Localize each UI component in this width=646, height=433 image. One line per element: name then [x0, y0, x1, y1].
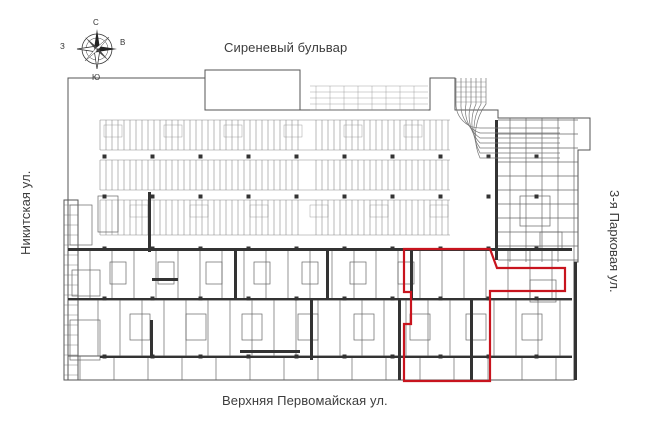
street-label-east: 3-я Парковая ул.	[607, 190, 622, 293]
highlighted-unit[interactable]	[402, 247, 567, 383]
compass-south-label: Ю	[92, 73, 101, 82]
parking-stalls	[99, 85, 450, 236]
compass-north-label: С	[93, 18, 99, 27]
street-label-north: Сиреневый бульвар	[224, 40, 348, 55]
structural-walls	[68, 120, 577, 380]
access-ramp	[455, 78, 560, 159]
compass-rose: С В Ю З	[55, 18, 135, 84]
building-outline	[63, 69, 591, 381]
compass-west-label: З	[60, 42, 65, 51]
compass-icon	[76, 29, 117, 70]
street-label-west: Никитская ул.	[18, 170, 33, 255]
compass-east-label: В	[120, 38, 126, 47]
street-label-south: Верхняя Первомайская ул.	[222, 393, 388, 408]
